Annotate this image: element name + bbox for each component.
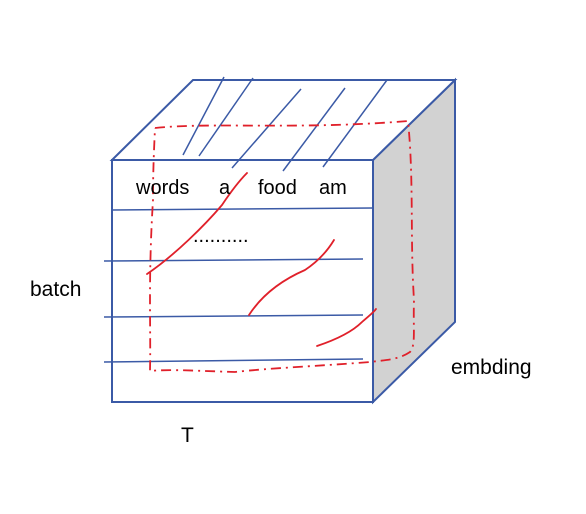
red-handwritten-strokes xyxy=(146,172,377,347)
red-stroke-1 xyxy=(146,172,248,275)
embedding-axis-label: embding xyxy=(451,356,532,379)
batch-row-lines xyxy=(103,207,374,363)
top-hatching xyxy=(182,76,388,172)
word-token: food xyxy=(258,177,297,199)
red-stroke-3 xyxy=(316,308,377,347)
word-token: a xyxy=(219,177,231,199)
red-stroke-2 xyxy=(248,239,335,316)
ellipsis-text: .......... xyxy=(193,225,249,247)
word-token: words xyxy=(136,177,190,199)
batch-axis-label: batch xyxy=(30,278,82,301)
time-axis-label: T xyxy=(181,424,194,447)
word-token: am xyxy=(319,177,347,199)
